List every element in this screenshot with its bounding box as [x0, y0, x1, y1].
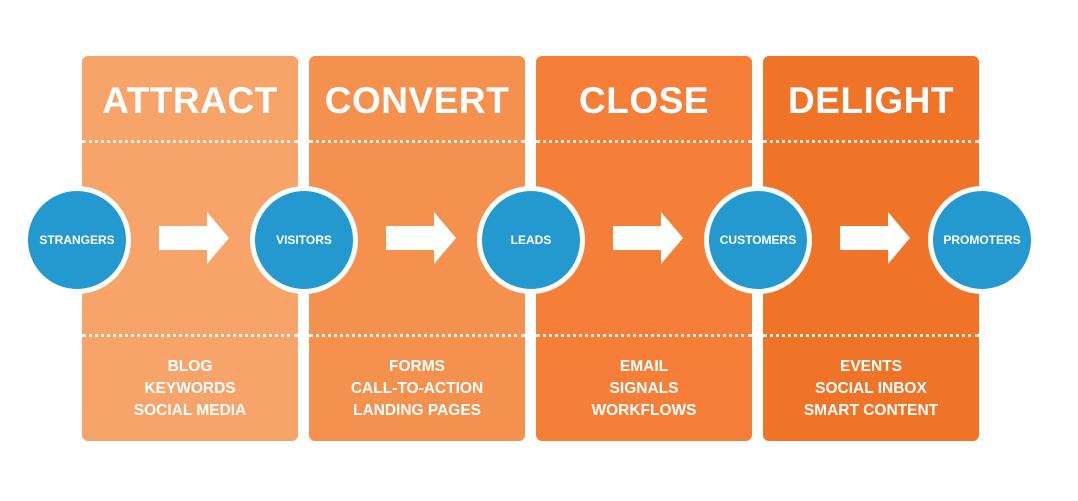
dotted-divider	[536, 334, 752, 337]
tactics-list: EVENTS SOCIAL INBOX SMART CONTENT	[763, 356, 979, 422]
tactics-list: FORMS CALL-TO-ACTION LANDING PAGES	[309, 356, 525, 422]
right-arrow-icon	[159, 212, 229, 264]
tactic-item: WORKFLOWS	[591, 402, 697, 419]
right-arrow-icon	[613, 212, 683, 264]
tactics-list: BLOG KEYWORDS SOCIAL MEDIA	[82, 356, 298, 422]
tactic-item: SOCIAL INBOX	[815, 380, 927, 397]
dotted-divider	[763, 334, 979, 337]
dotted-divider	[309, 334, 525, 337]
dotted-divider	[82, 140, 298, 143]
tactic-item: EMAIL	[619, 358, 669, 375]
stage-title: CLOSE	[579, 80, 709, 121]
tactic-item: SMART CONTENT	[803, 402, 939, 419]
tactic-item: EVENTS	[839, 358, 902, 375]
right-arrow-icon	[386, 212, 456, 264]
stage-title: ATTRACT	[102, 80, 278, 121]
tactic-item: KEYWORDS	[144, 380, 236, 397]
audience-strangers: STRANGERS	[23, 186, 131, 294]
dotted-divider	[309, 140, 525, 143]
dotted-divider	[763, 140, 979, 143]
dotted-divider	[536, 140, 752, 143]
tactics-list: EMAIL SIGNALS WORKFLOWS	[536, 356, 752, 422]
right-arrow-icon	[840, 212, 910, 264]
stage-title: CONVERT	[324, 80, 510, 121]
dotted-divider	[82, 334, 298, 337]
tactic-item: SIGNALS	[609, 380, 679, 397]
tactic-item: SOCIAL MEDIA	[133, 402, 247, 419]
tactic-item: LANDING PAGES	[352, 402, 482, 419]
stage-title: DELIGHT	[788, 80, 954, 121]
audience-customers: CUSTOMERS	[704, 186, 812, 294]
audience-visitors: VISITORS	[250, 186, 358, 294]
audience-leads: LEADS	[477, 186, 585, 294]
tactic-item: BLOG	[167, 358, 213, 375]
tactic-item: FORMS	[389, 358, 445, 375]
tactic-item: CALL-TO-ACTION	[350, 380, 484, 397]
audience-promoters: PROMOTERS	[928, 186, 1036, 294]
